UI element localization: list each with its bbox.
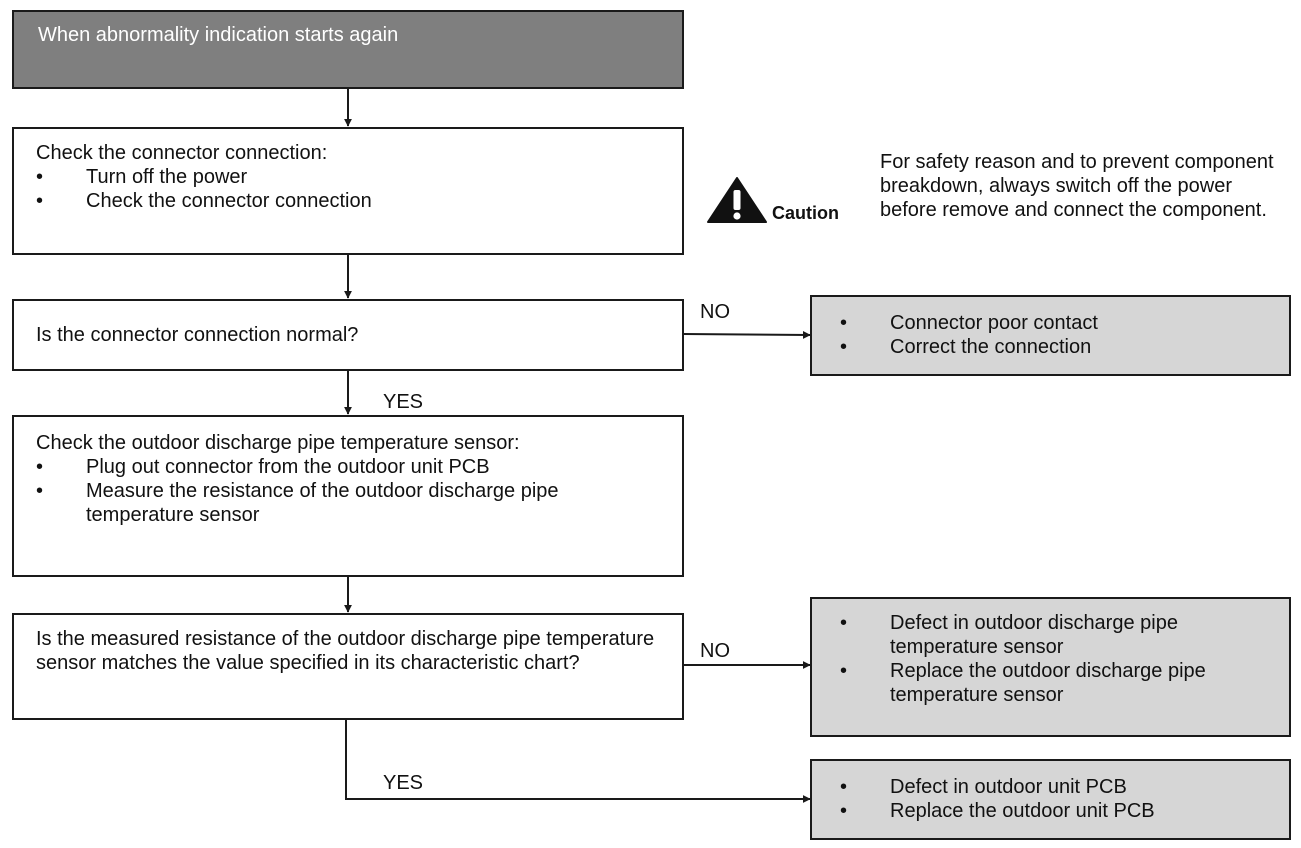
result-sensor-defect-box: Defect in outdoor discharge pipe tempera… (810, 597, 1291, 737)
step-check-connector-title: Check the connector connection: (36, 142, 328, 164)
list-item: Check the connector connection (36, 189, 660, 213)
list-item: Connector poor contact (840, 311, 1269, 335)
decision-connector-normal-text: Is the connector connection normal? (36, 324, 359, 346)
list-item: Defect in outdoor discharge pipe tempera… (840, 611, 1269, 659)
result-poor-contact-list: Connector poor contact Correct the conne… (840, 311, 1269, 359)
start-text: When abnormality indication starts again (38, 24, 399, 46)
list-item: Defect in outdoor unit PCB (840, 775, 1269, 799)
arrow-decision1-no (682, 330, 811, 339)
caution-label: Caution (772, 203, 839, 223)
decision2-yes-label: YES (383, 772, 424, 794)
arrow-decision2-yes (345, 719, 811, 803)
decision-resistance-match-box: Is the measured resistance of the outdoo… (12, 613, 684, 720)
step-check-sensor-title: Check the outdoor discharge pipe tempera… (36, 432, 520, 454)
step-check-connector-list: Turn off the power Check the connector c… (36, 165, 660, 213)
start-box: When abnormality indication starts again (12, 10, 684, 89)
warning-triangle-icon (707, 177, 767, 223)
list-item: Turn off the power (36, 165, 660, 189)
list-item: Replace the outdoor discharge pipe tempe… (840, 659, 1269, 707)
decision-connector-normal-box: Is the connector connection normal? (12, 299, 684, 371)
list-item: Correct the connection (840, 335, 1269, 359)
step-check-sensor-list: Plug out connector from the outdoor unit… (36, 455, 660, 527)
decision1-yes-label: YES (383, 391, 424, 413)
decision-resistance-match-text: Is the measured resistance of the outdoo… (36, 628, 655, 674)
result-pcb-defect-box: Defect in outdoor unit PCB Replace the o… (810, 759, 1291, 840)
result-poor-contact-box: Connector poor contact Correct the conne… (810, 295, 1291, 376)
decision1-no-label: NO (700, 301, 730, 323)
list-item: Measure the resistance of the outdoor di… (36, 479, 660, 527)
step-check-sensor-box: Check the outdoor discharge pipe tempera… (12, 415, 684, 577)
step-check-connector-box: Check the connector connection: Turn off… (12, 127, 684, 255)
result-sensor-defect-list: Defect in outdoor discharge pipe tempera… (840, 611, 1269, 707)
decision2-no-label: NO (700, 640, 730, 662)
caution-text: For safety reason and to prevent compone… (880, 151, 1274, 221)
list-item: Replace the outdoor unit PCB (840, 799, 1269, 823)
result-pcb-defect-list: Defect in outdoor unit PCB Replace the o… (840, 775, 1269, 823)
list-item: Plug out connector from the outdoor unit… (36, 455, 660, 479)
